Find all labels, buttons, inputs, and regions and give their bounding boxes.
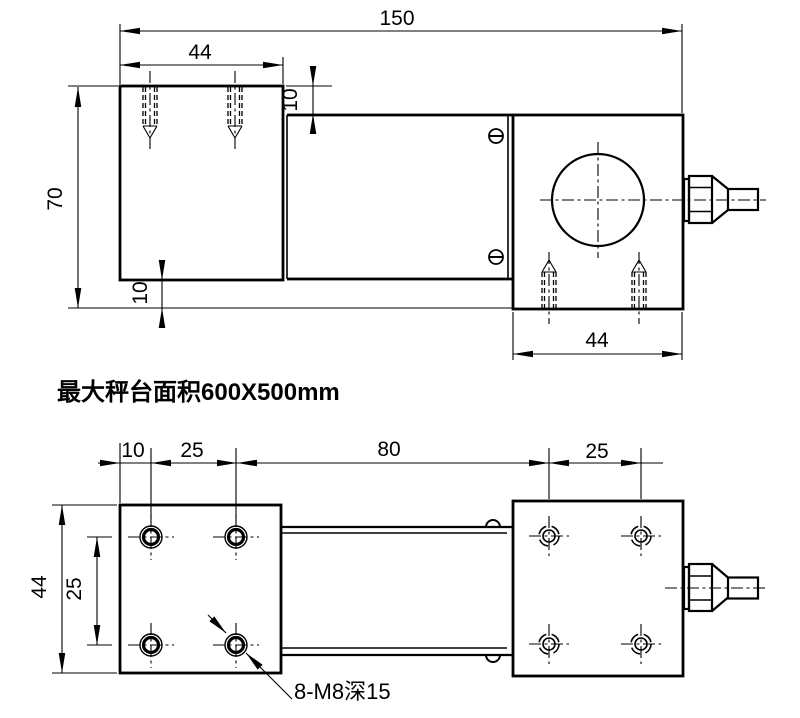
tapped-hole-drill-point	[631, 259, 647, 273]
right-block-tapped-holes-side	[541, 252, 647, 324]
dim-text-10: 10	[129, 281, 152, 304]
beam-side-edges	[287, 113, 513, 281]
hole-centerlines	[529, 516, 569, 556]
tapped-hole-thread-lines	[541, 272, 557, 308]
connector-hex-flats	[689, 575, 712, 601]
beam-joint-lines	[286, 115, 509, 279]
dim-block-width-44: 44	[28, 504, 117, 674]
cable-connector-plan	[665, 562, 765, 613]
dim-height-70: 70	[44, 85, 118, 308]
connector-hex-body	[687, 174, 714, 225]
dim-line	[119, 24, 683, 113]
left-block-side-outline	[118, 84, 285, 282]
hole-centerlines	[128, 515, 174, 560]
dim-text-44: 44	[28, 575, 51, 599]
top-view: 150 44 70 10 10 44	[44, 7, 766, 360]
hole-centerlines	[621, 516, 661, 556]
connector-hex-flats	[689, 186, 712, 213]
tapped-hole-thread-lines	[227, 87, 243, 126]
left-block-tapped-holes-side	[142, 71, 243, 152]
dim-text-70: 70	[44, 187, 67, 210]
dim-arrows	[120, 61, 283, 69]
dim-vertical-pitch-25: 25	[63, 536, 112, 646]
dim-text-150: 150	[379, 7, 414, 30]
dim-arrows	[158, 260, 166, 328]
hole-centerlines	[529, 624, 569, 664]
dim-line	[512, 312, 683, 360]
dim-right-block-44: 44	[512, 312, 683, 360]
beam-plan-outer-edges	[281, 525, 513, 657]
dowel-pin-bottom-icon	[485, 654, 501, 663]
dim-arrows	[309, 66, 317, 134]
cable-connector-side	[682, 174, 760, 225]
dim-text-44: 44	[585, 329, 609, 352]
hole-centerlines	[621, 624, 661, 664]
dim-text-10: 10	[279, 88, 302, 111]
leader-arrows	[209, 616, 263, 670]
dim-bottom-gap-10: 10	[129, 260, 166, 328]
dim-overall-length-150: 150	[119, 7, 683, 113]
right-block-holes-plan	[529, 516, 661, 664]
hole-centerlines	[213, 623, 259, 668]
tapped-hole-thread-lines	[142, 87, 158, 126]
max-platform-note: 最大秤台面积600X500mm	[57, 378, 340, 406]
dim-text-80: 80	[377, 438, 400, 461]
connector-cone	[711, 175, 729, 224]
dim-arrows	[58, 505, 66, 673]
left-block-plan-outline	[118, 503, 283, 675]
dim-line	[68, 85, 118, 308]
dim-arrows	[513, 350, 682, 358]
dim-line	[98, 443, 663, 519]
dim-line	[120, 57, 284, 84]
hole-centerlines	[213, 515, 259, 560]
beam-screws	[488, 128, 504, 265]
tapped-hole-thread-lines	[631, 272, 647, 308]
tapped-hole-drill-point	[541, 259, 557, 273]
thread-callout: 8-M8深15	[207, 614, 391, 704]
dim-text-25: 25	[180, 439, 203, 462]
dim-text-25: 25	[63, 577, 86, 600]
dim-top-step-10: 10	[279, 66, 332, 134]
dim-arrows	[100, 459, 641, 467]
large-bore-centerlines	[540, 142, 766, 258]
dim-text-10: 10	[121, 439, 144, 462]
dim-left-block-44: 44	[120, 41, 284, 84]
beam-plan-inner-edges	[281, 532, 507, 649]
dim-text-44: 44	[188, 41, 212, 64]
left-block-holes-plan	[128, 515, 259, 668]
hole-centerlines	[128, 623, 174, 668]
dim-row-hole-spacing: 10 25 80 25	[98, 438, 663, 519]
thread-note-text: 8-M8深15	[294, 679, 391, 704]
connector-cone	[711, 563, 729, 612]
dim-text-25: 25	[585, 440, 608, 463]
connector-cable-stub	[726, 187, 760, 212]
dim-line	[52, 504, 117, 674]
dowel-pin-top-icon	[485, 519, 501, 528]
bottom-view: 10 25 80 25 44 25 8-M8深15	[28, 438, 765, 704]
